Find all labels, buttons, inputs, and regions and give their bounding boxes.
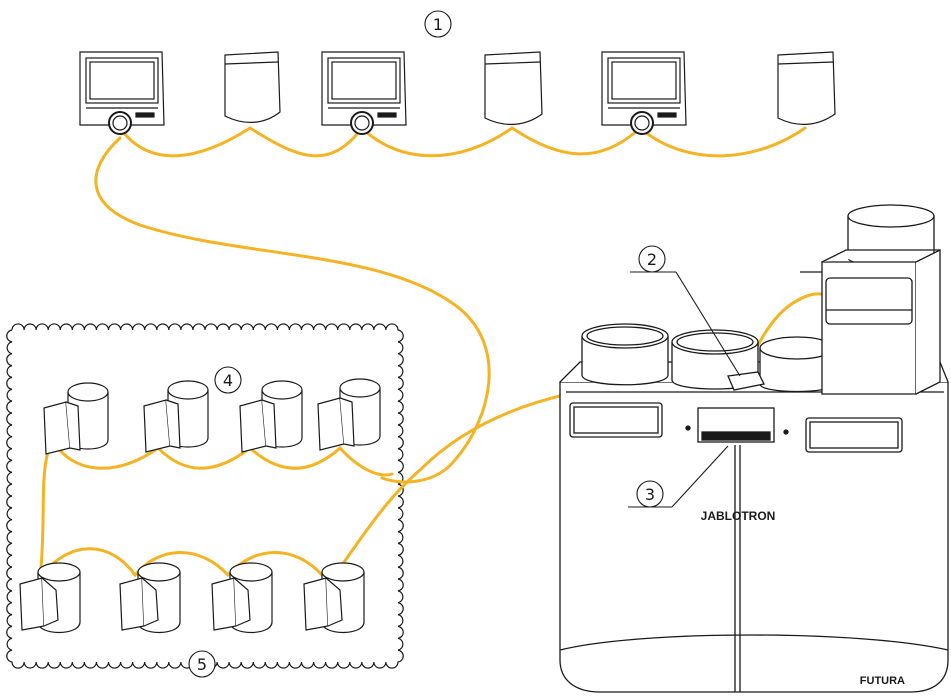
damper-4d (317, 378, 381, 451)
unit-brand: JABLOTRON (701, 509, 776, 523)
cable-zone4-chain (56, 445, 394, 477)
bus-cables (38, 125, 828, 582)
damper-4c (239, 380, 303, 453)
front-panel-left (569, 402, 663, 438)
wall-controller-3 (601, 51, 687, 135)
zone4-dampers (43, 378, 381, 455)
zone-boundary (6, 323, 404, 669)
front-panel-right (805, 417, 903, 453)
callout-3: 3 (628, 445, 729, 508)
callout-2-label: 2 (647, 250, 657, 269)
zone-group (6, 323, 404, 669)
cable-top-chain (118, 125, 807, 158)
damper-5d (303, 562, 365, 633)
duct-actuator-module (800, 204, 941, 395)
cable-zone5-chain (40, 547, 324, 578)
cable-controller-to-zone (94, 136, 491, 484)
callout-1-label: 1 (433, 15, 443, 34)
unit-model: FUTURA (860, 675, 905, 687)
unit-body (559, 381, 949, 693)
callouts: 1 2 3 4 5 (188, 10, 741, 678)
damper-4b (143, 380, 209, 453)
damper-5a (19, 562, 81, 633)
callout-2: 2 (630, 245, 741, 377)
callout-5: 5 (188, 650, 216, 678)
callout-3-label: 3 (645, 485, 655, 504)
cable-zone4-to-zone5 (38, 450, 50, 582)
room-sensor-2 (484, 51, 543, 125)
callout-1: 1 (424, 10, 452, 38)
callout-5-label: 5 (197, 655, 207, 674)
damper-5b (119, 562, 181, 633)
damper-4a (43, 382, 109, 455)
ventilation-unit: JABLOTRON FUTURA (559, 204, 949, 693)
room-sensor-3 (777, 51, 836, 125)
unit-connector-box (727, 371, 765, 391)
device-row (79, 51, 836, 135)
room-sensor-1 (224, 51, 281, 123)
callout-4: 4 (214, 366, 242, 394)
callout-4-label: 4 (223, 371, 233, 390)
unit-ducts (581, 323, 835, 393)
damper-5c (211, 562, 273, 633)
zone5-dampers (19, 562, 365, 633)
wall-controller-2 (321, 51, 407, 135)
wall-controller-1 (79, 51, 165, 135)
